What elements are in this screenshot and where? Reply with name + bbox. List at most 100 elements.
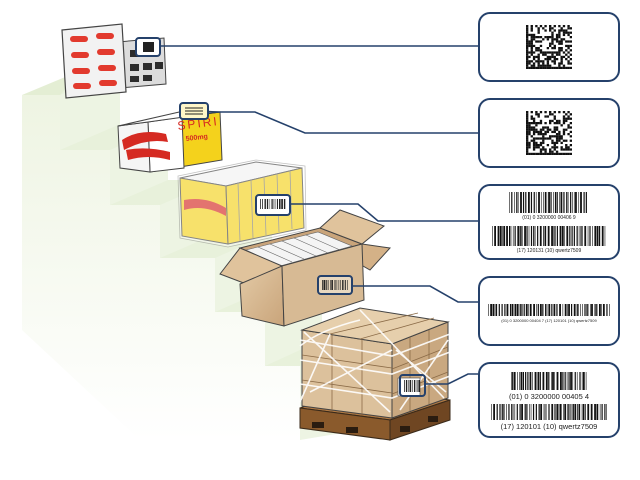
datamatrix-module [553,111,556,114]
mini-barcode-bar [418,380,421,392]
barcode-bar [548,404,549,420]
carton-side [117,121,151,173]
barcode-bar [501,304,503,316]
datamatrix-module [567,152,570,155]
mini-barcode-bar [344,280,346,290]
datamatrix-module [544,51,547,54]
datamatrix-module [526,124,529,127]
datamatrix-module [565,29,568,32]
mini-barcode-bar [334,280,336,290]
datamatrix-module [565,58,568,61]
datamatrix-module [532,33,536,37]
datamatrix-module [526,42,529,45]
datamatrix-module [542,133,545,136]
mini-barcode-bar [262,199,263,209]
mini-barcode-bar [416,380,418,392]
barcode-bar [569,404,571,420]
datamatrix-module [558,130,561,134]
datamatrix-module [553,146,556,149]
connector-pallet [424,373,478,385]
datamatrix-module [569,126,572,129]
datamatrix-module [539,150,543,153]
barcode-bar [542,304,544,316]
datamatrix-module [528,33,531,37]
datamatrix-module [537,113,540,116]
datamatrix-module [539,49,543,52]
barcode-bar [496,404,498,420]
datamatrix-module [555,150,559,153]
datamatrix-module [551,66,554,69]
callout-blister-inner [143,42,154,52]
barcode-bar [587,304,589,316]
barcode-bar [552,372,554,390]
datamatrix-module [532,144,536,147]
barcode-bar [580,304,581,316]
datamatrix-module [542,152,545,155]
barcode-bar [510,226,512,246]
barcode-bar [525,304,528,316]
datamatrix-module [537,146,540,149]
datamatrix-module [526,51,529,54]
barcode-bar [499,226,502,246]
barcode-bar [543,192,544,213]
datamatrix-module [551,146,554,149]
datamatrix-module [528,66,531,69]
datamatrix-module [542,135,545,138]
barcode-bar [540,192,542,213]
datamatrix-module [544,53,547,56]
datamatrix-module [553,130,556,134]
datamatrix-module [537,152,540,155]
datamatrix-module [528,126,531,129]
barcode-bar [573,226,575,246]
barcode-bar [528,226,530,246]
case-flap-back [319,209,385,245]
datamatrix-module [546,137,550,140]
datamatrix-module [565,128,568,131]
datamatrix-module [532,38,536,41]
datamatrix-module [567,40,570,43]
datamatrix-module [560,62,563,65]
datamatrix-module [558,137,561,140]
datamatrix-module [530,152,533,155]
barcode-bar [596,226,599,246]
datamatrix-module [551,27,554,30]
datamatrix-module [526,117,529,120]
datamatrix-module [530,33,533,37]
datamatrix-module [539,40,543,43]
datamatrix-module [567,115,570,118]
datamatrix-module [535,40,538,43]
barcode-bar [582,304,583,316]
carton-red-swoosh-2 [126,148,170,160]
datamatrix-module [539,111,543,114]
datamatrix-module [535,128,538,131]
datamatrix-module [532,62,536,65]
barcode-bar [544,192,546,213]
barcode-bar [596,304,598,316]
datamatrix-module [560,49,563,52]
datamatrix-module [549,42,552,45]
barcode-bar [524,226,526,246]
barcode-bar [559,404,562,420]
datamatrix-module [544,137,547,140]
datamatrix-module [532,36,536,39]
datamatrix-module [526,60,529,63]
barcode-bar [585,192,587,213]
barcode-bar [534,226,536,246]
datamatrix-module [569,117,572,120]
datamatrix-module [526,64,529,67]
datamatrix-module [535,122,538,125]
datamatrix-module [530,60,533,63]
barcode-bar [592,226,593,246]
datamatrix-module [530,139,533,142]
datamatrix-module [553,29,556,32]
barcode-bar [524,404,526,420]
barcode-bar [516,192,518,213]
datamatrix-module [549,29,552,32]
datamatrix-module [546,64,550,67]
barcode-bar [582,404,585,420]
barcode-bar [517,192,519,213]
datamatrix-module [530,25,533,28]
datamatrix-module [542,146,545,149]
barcode-bar [559,226,562,246]
datamatrix-module [526,58,529,61]
